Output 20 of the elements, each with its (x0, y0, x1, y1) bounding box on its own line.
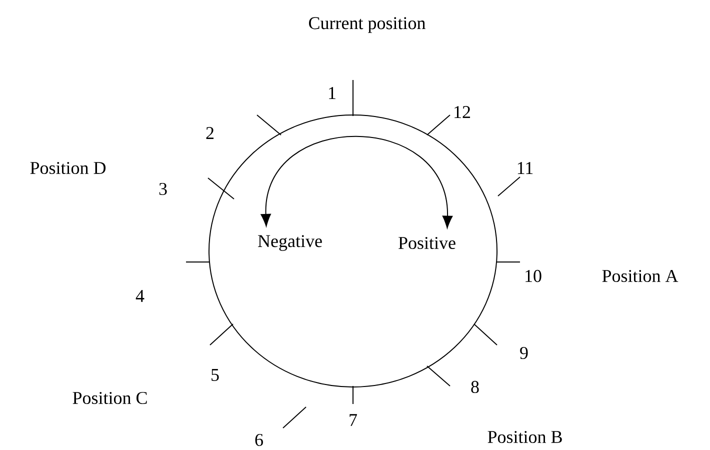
dial-label: 9 (520, 346, 528, 360)
dial-label: 1 (329, 87, 336, 99)
dial-label: 3 (159, 182, 167, 196)
dial-label: Position B (488, 430, 562, 444)
dial-label: 4 (136, 290, 144, 302)
dial-label: Position D (30, 162, 106, 174)
dial-label: 11 (518, 162, 533, 174)
direction-label: Positive (398, 236, 456, 250)
dial-label: Current position (309, 17, 426, 33)
dial-label: 10 (526, 270, 542, 282)
dial-label: 7 (350, 414, 357, 426)
dial-label: Position A (602, 270, 678, 282)
dial-label: 8 (471, 380, 479, 394)
dial-label: 12 (454, 106, 470, 118)
dial-label: Position C (72, 392, 147, 404)
dial-label: 6 (255, 434, 263, 446)
dial-label: 2 (206, 127, 214, 139)
curved-arrow (260, 136, 453, 228)
dial-label: 5 (212, 369, 219, 381)
direction-label: Negative (258, 235, 322, 251)
